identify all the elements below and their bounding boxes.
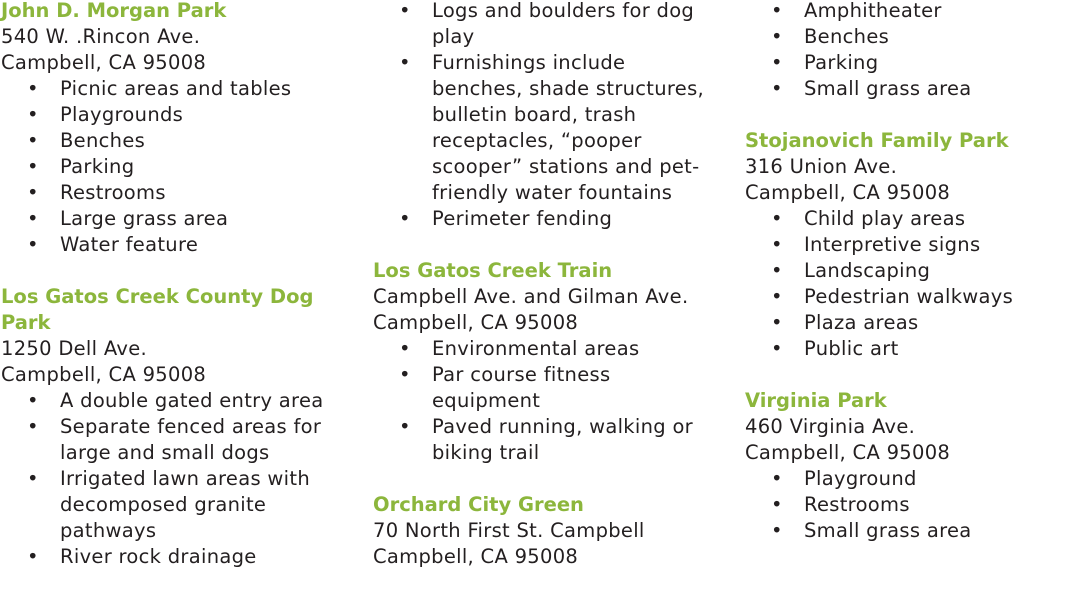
feature-list: AmphitheaterBenchesParkingSmall grass ar… [745,0,1075,102]
feature-list: Environmental areasPar course fitness eq… [373,336,718,466]
feature-item: A double gated entry area [1,388,341,414]
park-directory-page: John D. Morgan Park 540 W. .Rincon Ave. Ca… [0,0,1080,570]
column-1: John D. Morgan Park 540 W. .Rincon Ave. Ca… [1,0,341,596]
park-street-address: 70 North First St. Campbell [373,519,645,542]
park-name: Los Gatos Creek Train [373,259,613,282]
park-name: Los Gatos Creek County Dog Park [1,285,314,334]
feature-item: Pedestrian walkways [745,284,1075,310]
feature-item: Restrooms [1,180,341,206]
park-city-line: Campbell, CA 95008 [373,545,579,568]
feature-item: Parking [745,50,1075,76]
park-name: Orchard City Green [373,493,584,516]
feature-item: Perimeter fending [373,206,718,232]
feature-item: Benches [745,24,1075,50]
feature-item: Picnic areas and tables [1,76,341,102]
feature-item: Landscaping [745,258,1075,284]
feature-item: Environmental areas [373,336,718,362]
feature-item: Small grass area [745,518,1075,544]
park-street-address: 540 W. .Rincon Ave. [1,25,201,48]
feature-item: Small grass area [745,76,1075,102]
feature-item: Parking [1,154,341,180]
column-2: Logs and boulders for dog playFurnishing… [373,0,718,596]
feature-item: River rock drainage [1,544,341,570]
feature-item: Furnishings include benches, shade struc… [373,50,718,206]
park-name: Virginia Park [745,389,887,412]
park-city-line: Campbell, CA 95008 [1,51,207,74]
feature-item: Irrigated lawn areas with decomposed gra… [1,466,341,544]
feature-list: Logs and boulders for dog playFurnishing… [373,0,718,232]
park-los-gatos-creek-county-dog-park: Los Gatos Creek County Dog Park 1250 Dell… [1,284,341,570]
park-name: Stojanovich Family Park [745,129,1009,152]
feature-item: Benches [1,128,341,154]
park-street-address: Campbell Ave. and Gilman Ave. [373,285,689,308]
feature-list: Picnic areas and tablesPlaygroundsBenche… [1,76,341,258]
feature-list: PlaygroundRestroomsSmall grass area [745,466,1075,544]
feature-item: Playgrounds [1,102,341,128]
park-virginia-park: Virginia Park 460 Virginia Ave. Campbell, … [745,388,1075,544]
feature-item: Paved running, walking or biking trail [373,414,718,466]
park-continued: Logs and boulders for dog playFurnishing… [373,0,718,232]
park-stojanovich-family-park: Stojanovich Family Park 316 Union Ave. Cam… [745,128,1075,362]
feature-list: Child play areasInterpretive signsLandsc… [745,206,1075,362]
park-continued: AmphitheaterBenchesParkingSmall grass ar… [745,0,1075,102]
feature-item: Playground [745,466,1075,492]
park-street-address: 460 Virginia Ave. [745,415,916,438]
park-street-address: 316 Union Ave. [745,155,898,178]
feature-item: Child play areas [745,206,1075,232]
feature-item: Interpretive signs [745,232,1075,258]
feature-item: Public art [745,336,1075,362]
feature-list: A double gated entry areaSeparate fenced… [1,388,341,570]
park-john-d-morgan-park: John D. Morgan Park 540 W. .Rincon Ave. Ca… [1,0,341,258]
park-city-line: Campbell, CA 95008 [745,441,951,464]
park-name: John D. Morgan Park [1,0,227,22]
park-street-address: 1250 Dell Ave. [1,337,148,360]
park-city-line: Campbell, CA 95008 [745,181,951,204]
feature-item: Water feature [1,232,341,258]
park-city-line: Campbell, CA 95008 [373,311,579,334]
feature-item: Par course fitness equipment [373,362,718,414]
column-3: AmphitheaterBenchesParkingSmall grass ar… [745,0,1075,570]
feature-item: Large grass area [1,206,341,232]
feature-item: Amphitheater [745,0,1075,24]
park-city-line: Campbell, CA 95008 [1,363,207,386]
feature-item: Separate fenced areas for large and smal… [1,414,341,466]
feature-item: Plaza areas [745,310,1075,336]
park-orchard-city-green: Orchard City Green 70 North First St. Cam… [373,492,718,570]
feature-item: Restrooms [745,492,1075,518]
feature-item: Logs and boulders for dog play [373,0,718,50]
